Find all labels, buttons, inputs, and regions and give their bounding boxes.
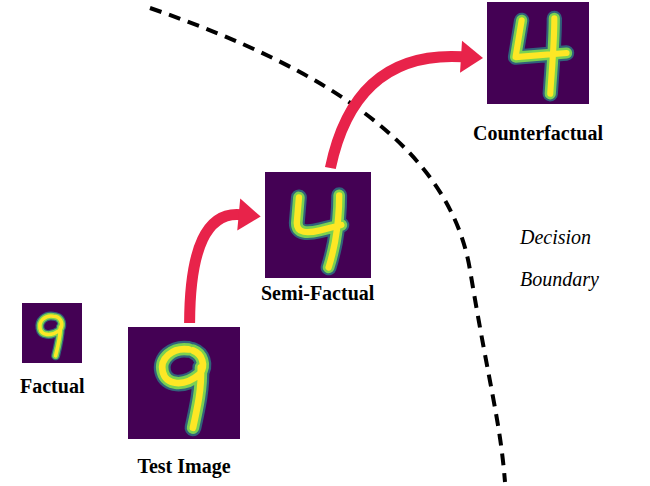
- image-ground: [22, 303, 82, 363]
- image-label: Semi-Factual: [261, 282, 374, 304]
- digit-image-node: Counterfactual: [473, 2, 603, 144]
- image-ground: [265, 172, 371, 278]
- digit-halo: [162, 349, 203, 428]
- image-label: Test Image: [137, 455, 230, 477]
- digit-halo: [516, 18, 567, 93]
- image-label: Counterfactual: [473, 122, 603, 144]
- digit-image-node: Semi-Factual: [261, 172, 374, 304]
- arrow-shaft: [190, 214, 241, 323]
- digit-glow: [162, 349, 203, 428]
- mnist-digit-image: [487, 2, 589, 104]
- mnist-digit-image: [128, 327, 240, 439]
- image-ground: [128, 327, 240, 439]
- mnist-digit-image: [22, 303, 82, 363]
- digit-glow: [516, 18, 567, 93]
- arrow-shaft: [330, 56, 463, 168]
- boundary-label: Boundary: [520, 268, 599, 291]
- digit-stroke: [40, 316, 62, 356]
- arrow-head: [460, 41, 483, 73]
- curved-arrow: [330, 41, 483, 168]
- mnist-digit-image: [265, 172, 371, 278]
- boundary-curve: [150, 8, 505, 482]
- digit-glow: [40, 316, 62, 356]
- digit-stroke: [516, 18, 567, 93]
- digit-stroke: [162, 349, 203, 428]
- digit-stroke: [296, 195, 341, 267]
- digit-halo: [40, 316, 62, 356]
- digit-image-node: Test Image: [128, 327, 240, 477]
- curved-arrow: [190, 199, 261, 323]
- digit-image-node: Factual: [20, 303, 84, 397]
- arrow-head: [237, 199, 260, 231]
- digit-halo: [296, 195, 341, 267]
- boundary-label: Decision: [520, 226, 591, 249]
- digit-glow: [296, 195, 341, 267]
- image-label: Factual: [20, 375, 84, 397]
- image-ground: [487, 2, 589, 104]
